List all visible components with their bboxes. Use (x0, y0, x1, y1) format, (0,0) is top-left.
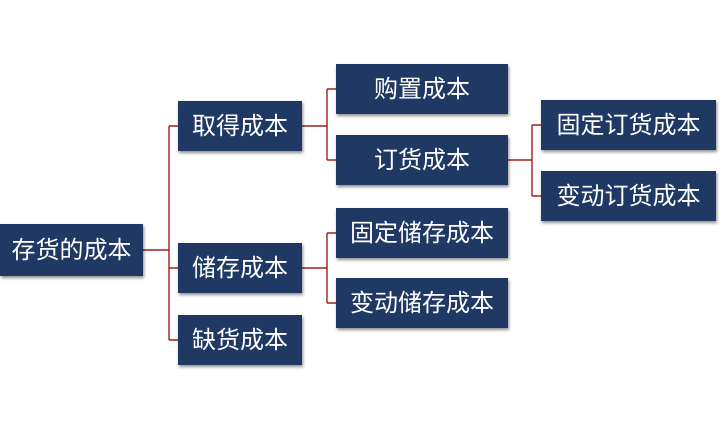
storage-cost-node: 储存成本 (178, 243, 302, 293)
fixed-storage-cost-node: 固定储存成本 (336, 208, 508, 258)
fixed-ordering-cost-label: 固定订货成本 (556, 111, 701, 139)
acquisition-cost-node: 取得成本 (178, 101, 302, 151)
acquisition-cost-label: 取得成本 (192, 112, 288, 140)
variable-storage-cost-node: 变动储存成本 (336, 278, 508, 328)
ordering-cost-node: 订货成本 (336, 135, 508, 185)
ordering-cost-label: 订货成本 (374, 146, 470, 174)
storage-cost-label: 储存成本 (192, 254, 288, 282)
connector-ordering-to-children (508, 124, 541, 197)
shortage-cost-label: 缺货成本 (192, 326, 288, 354)
root-node-label: 存货的成本 (11, 236, 132, 264)
connector-root-to-level1 (143, 125, 178, 341)
fixed-storage-cost-label: 固定储存成本 (350, 219, 494, 247)
variable-ordering-cost-label: 变动订货成本 (556, 182, 701, 210)
variable-storage-cost-label: 变动储存成本 (350, 289, 494, 317)
root-node: 存货的成本 (0, 224, 143, 276)
shortage-cost-node: 缺货成本 (178, 315, 302, 365)
purchase-cost-label: 购置成本 (374, 75, 470, 103)
variable-ordering-cost-node: 变动订货成本 (541, 171, 716, 221)
connector-storage-to-children (302, 232, 336, 304)
fixed-ordering-cost-node: 固定订货成本 (541, 100, 716, 150)
connector-acquisition-to-children (302, 88, 336, 161)
purchase-cost-node: 购置成本 (336, 64, 508, 114)
